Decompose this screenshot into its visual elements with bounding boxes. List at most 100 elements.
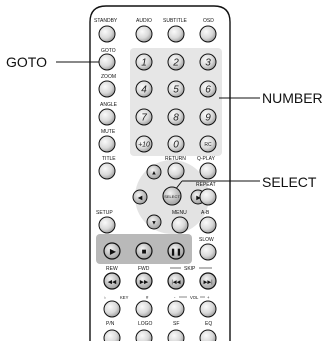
number-3-label: 3	[205, 58, 211, 69]
return-label: RETURN	[165, 156, 186, 162]
number-8-button[interactable]	[167, 108, 185, 126]
next-icon: ▶▶|	[204, 280, 213, 286]
eq-button[interactable]	[199, 329, 217, 341]
logo-label: LOGO	[138, 321, 153, 327]
goto-label: GOTO	[101, 48, 116, 54]
number-4-button[interactable]	[135, 80, 153, 98]
number-3-button[interactable]	[199, 53, 217, 71]
number-1-label: 1	[141, 58, 147, 69]
title-label: TITLE	[102, 156, 116, 162]
select-label: SELECT	[164, 194, 180, 199]
next-button[interactable]	[199, 272, 217, 290]
play-icon: ▶	[110, 247, 117, 256]
number-plus10-label: +10	[138, 142, 150, 149]
zoom-button[interactable]	[98, 80, 116, 98]
osd-label: OSD	[203, 18, 214, 24]
standby-label: STANDBY	[94, 18, 118, 24]
menu-label: MENU	[172, 210, 187, 216]
slow-label: SLOW	[199, 237, 214, 243]
number-plus10-button[interactable]	[135, 135, 153, 153]
sf-button[interactable]	[167, 329, 185, 341]
mute-button[interactable]	[98, 135, 116, 153]
title-button[interactable]	[98, 162, 116, 180]
callout-goto: GOTO	[6, 54, 47, 70]
left-button[interactable]	[132, 189, 148, 205]
number-pad-panel	[130, 48, 222, 156]
stop-icon: ■	[142, 247, 147, 256]
number-1-button[interactable]	[135, 53, 153, 71]
prev-button[interactable]	[167, 272, 185, 290]
key-label: KEY	[120, 295, 129, 300]
osd-button[interactable]	[199, 25, 217, 43]
subtitle-label: SUBTITLE	[163, 18, 188, 24]
a-b-label: A-B	[201, 210, 210, 216]
menu-button[interactable]	[171, 216, 189, 234]
play-button[interactable]	[103, 242, 121, 260]
rew-icon: ◀◀	[108, 280, 117, 286]
key-sharp-label: #	[146, 295, 149, 300]
rc-button[interactable]	[199, 135, 217, 153]
angle-label: ANGLE	[100, 102, 118, 108]
prev-icon: |◀◀	[172, 280, 181, 286]
number-2-button[interactable]	[167, 53, 185, 71]
key-flat-label: ♭	[104, 295, 106, 300]
audio-label: AUDIO	[136, 18, 152, 24]
stop-button[interactable]	[135, 242, 153, 260]
skip-label: SKIP	[184, 266, 196, 272]
number-6-label: 6	[205, 85, 211, 96]
pn-button[interactable]	[103, 329, 121, 341]
number-6-button[interactable]	[199, 80, 217, 98]
vol-plus-label: +	[207, 295, 210, 300]
number-2-label: 2	[172, 58, 179, 69]
mute-label: MUTE	[101, 129, 116, 135]
goto-button[interactable]	[98, 53, 116, 71]
right-icon: ▶	[196, 196, 201, 202]
number-7-label: 7	[141, 113, 147, 124]
standby-button[interactable]	[98, 25, 116, 43]
down-button[interactable]	[146, 214, 162, 230]
angle-button[interactable]	[98, 108, 116, 126]
setup-button[interactable]	[98, 216, 116, 234]
up-icon: ▲	[151, 171, 157, 177]
return-button[interactable]	[167, 162, 185, 180]
number-7-button[interactable]	[135, 108, 153, 126]
left-icon: ◀	[138, 196, 143, 202]
vol-minus-label: -	[174, 295, 176, 300]
callout-number: NUMBER	[262, 90, 323, 106]
key-up-button[interactable]	[135, 300, 153, 318]
repeat-button[interactable]	[199, 188, 217, 206]
slow-button[interactable]	[199, 243, 217, 261]
q-play-label: Q-PLAY	[197, 156, 216, 162]
number-5-button[interactable]	[167, 80, 185, 98]
repeat-label: REPEAT	[196, 182, 216, 188]
up-button[interactable]	[146, 164, 162, 180]
number-0-button[interactable]	[167, 135, 185, 153]
zoom-label: ZOOM	[101, 74, 116, 80]
logo-button[interactable]	[135, 329, 153, 341]
number-9-button[interactable]	[199, 108, 217, 126]
select-button[interactable]	[162, 186, 182, 206]
pause-icon: ❚❚	[170, 248, 182, 256]
a-b-button[interactable]	[199, 216, 217, 234]
rew-button[interactable]	[103, 272, 121, 290]
pn-label: P/N	[106, 321, 115, 327]
q-play-button[interactable]	[199, 162, 217, 180]
number-4-label: 4	[141, 85, 147, 96]
down-icon: ▼	[151, 221, 157, 227]
number-5-label: 5	[173, 85, 179, 96]
number-0-label: 0	[173, 140, 179, 151]
key-down-button[interactable]	[103, 300, 121, 318]
subtitle-button[interactable]	[167, 25, 185, 43]
rc-label: RC	[204, 142, 212, 148]
fwd-button[interactable]	[135, 272, 153, 290]
eq-label: EQ	[205, 321, 212, 327]
number-pad: 1 2 3 4 5 6 7 8 9 +10 0 RC	[135, 53, 217, 153]
number-9-label: 9	[205, 113, 211, 124]
pause-button[interactable]	[167, 242, 185, 260]
vol-up-button[interactable]	[199, 300, 217, 318]
callout-select: SELECT	[262, 174, 317, 190]
audio-button[interactable]	[135, 25, 153, 43]
number-8-label: 8	[173, 113, 179, 124]
vol-down-button[interactable]	[167, 300, 185, 318]
